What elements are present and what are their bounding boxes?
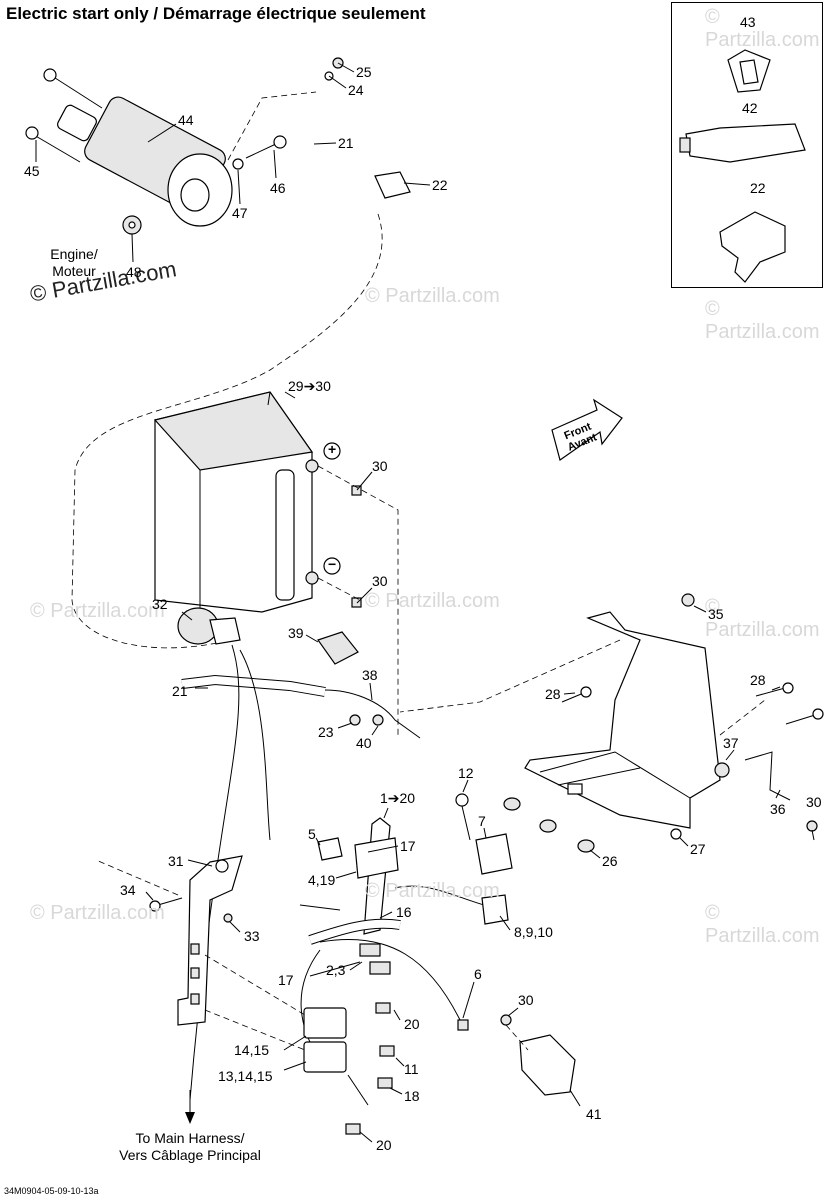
callout-4-19: 4,19 — [308, 872, 336, 888]
callout-35: 35 — [708, 606, 724, 622]
callout-6: 6 — [474, 966, 482, 982]
callout-1-20: 1➔20 — [380, 790, 416, 806]
callout-20: 20 — [404, 1016, 420, 1032]
harness-note: To Main Harness/ Vers Câblage Principal — [92, 1130, 288, 1164]
battery-tray — [524, 611, 721, 840]
callout-25: 25 — [356, 64, 372, 80]
watermark: © Partzilla.com — [705, 6, 820, 51]
watermark: © Partzilla.com — [705, 902, 820, 947]
positive-terminal-mark: + — [328, 441, 337, 457]
callout-24: 24 — [348, 82, 364, 98]
inset-box — [671, 2, 823, 288]
callout-20: 20 — [376, 1137, 392, 1153]
harness-note-line-1: To Main Harness/ — [135, 1130, 245, 1146]
starter-motor — [57, 96, 233, 227]
callout-30: 30 — [372, 458, 388, 474]
callout-46: 46 — [270, 180, 286, 196]
callout-30: 30 — [372, 573, 388, 589]
callout-21: 21 — [338, 135, 354, 151]
watermark: © Partzilla.com — [365, 590, 500, 612]
callout-39: 39 — [288, 625, 304, 641]
callout-8-9-10: 8,9,10 — [514, 924, 553, 940]
callout-41: 41 — [586, 1106, 602, 1122]
callout-32: 32 — [152, 596, 168, 612]
watermark: © Partzilla.com — [30, 600, 165, 622]
callout-14-15: 14,15 — [234, 1042, 270, 1058]
negative-terminal-mark: − — [328, 556, 337, 572]
callout-34: 34 — [120, 882, 136, 898]
callout-38: 38 — [362, 667, 378, 683]
callout-31: 31 — [168, 853, 184, 869]
callout-2-3: 2,3 — [326, 962, 346, 978]
watermark: © Partzilla.com — [705, 298, 820, 343]
callout-17: 17 — [400, 838, 416, 854]
page-title: Electric start only / Démarrage électriq… — [6, 4, 426, 23]
solenoid — [177, 607, 241, 645]
callout-30: 30 — [518, 992, 534, 1008]
callout-leaders — [35, 62, 815, 1143]
callout-48: 48 — [126, 264, 142, 280]
callout-22: 22 — [432, 177, 448, 193]
callout-33: 33 — [244, 928, 260, 944]
callout-44: 44 — [178, 112, 194, 128]
callout-5: 5 — [308, 826, 316, 842]
watermark: © Partzilla.com — [30, 902, 165, 924]
callout-45: 45 — [24, 163, 40, 179]
callout-16: 16 — [396, 904, 412, 920]
harness-note-line-2: Vers Câblage Principal — [119, 1147, 261, 1163]
callout-13-14-15: 13,14,15 — [218, 1068, 273, 1084]
callout-28: 28 — [750, 672, 766, 688]
starter-bolts — [25, 68, 287, 235]
battery — [153, 391, 319, 613]
callout-11: 11 — [404, 1061, 419, 1077]
engine-note-line-2: Moteur — [52, 263, 96, 279]
callout-21: 21 — [172, 683, 188, 699]
callout-29-30: 29➔30 — [288, 378, 331, 394]
watermark: © Partzilla.com — [365, 880, 500, 902]
callout-36: 36 — [770, 801, 786, 817]
watermark: © Partzilla.com — [705, 596, 820, 641]
engine-note: Engine/ Moteur — [36, 246, 112, 280]
callout-12: 12 — [458, 765, 474, 781]
callout-18: 18 — [404, 1088, 420, 1104]
drawing-code: 34M0904-05-09-10-13a — [4, 1186, 99, 1196]
callout-40: 40 — [356, 735, 372, 751]
callout-23: 23 — [318, 724, 334, 740]
callout-47: 47 — [232, 205, 248, 221]
callout-26: 26 — [602, 853, 618, 869]
callout-7: 7 — [478, 813, 486, 829]
callout-42: 42 — [742, 100, 758, 116]
callout-43: 43 — [740, 14, 756, 30]
callout-37: 37 — [723, 735, 739, 751]
engine-note-line-1: Engine/ — [50, 246, 98, 262]
callout-17: 17 — [278, 972, 294, 988]
callout-28: 28 — [545, 686, 561, 702]
callout-22-inset: 22 — [750, 180, 766, 196]
callout-30: 30 — [806, 794, 822, 810]
callout-27: 27 — [690, 841, 706, 857]
watermark: © Partzilla.com — [365, 285, 500, 307]
